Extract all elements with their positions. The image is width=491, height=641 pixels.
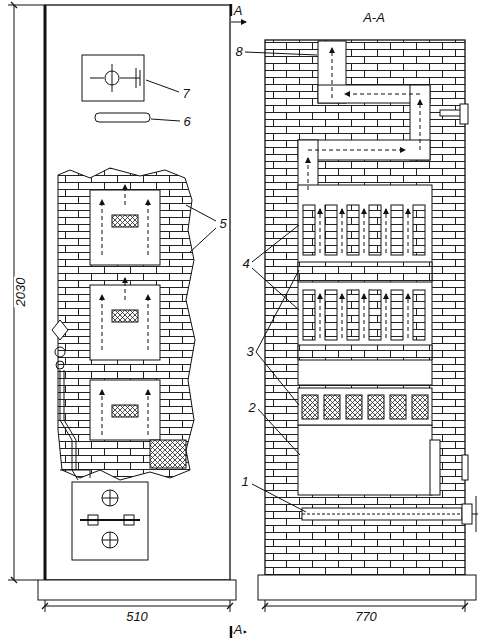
- brick-pillar: [303, 290, 315, 340]
- gas-flow-arrow: [364, 209, 365, 253]
- checker-block: [368, 395, 384, 419]
- callout-number: 4: [241, 257, 250, 271]
- checker-block: [346, 395, 362, 419]
- checker-block: [412, 395, 428, 419]
- callout-number: 6: [182, 115, 191, 129]
- brick-pillar: [325, 205, 337, 255]
- brick-pillar: [325, 290, 337, 340]
- brick-pillar: [347, 290, 359, 340]
- brick-pillar: [369, 205, 381, 255]
- callout-number: 7: [181, 87, 190, 101]
- callout-number: 5: [218, 217, 227, 231]
- dimension-text: 510: [125, 610, 149, 624]
- brick-pillar: [369, 290, 381, 340]
- gas-flow-arrow: [320, 209, 321, 253]
- gas-flow-arrow: [342, 209, 343, 253]
- brick-pillar: [391, 290, 403, 340]
- brick-pillar: [303, 205, 315, 255]
- callout-number: 3: [245, 345, 254, 359]
- gas-flow-arrow: [364, 294, 365, 338]
- gas-flow-arrow: [342, 294, 343, 338]
- brick-pillar: [413, 205, 425, 255]
- checker-block: [324, 395, 340, 419]
- brick-pillar: [413, 290, 425, 340]
- dimension-text: 2030: [14, 277, 28, 308]
- section-letter: A: [233, 623, 244, 637]
- gas-flow-arrow: [386, 209, 387, 253]
- checker-block: [390, 395, 406, 419]
- gas-flow-arrow: [408, 209, 409, 253]
- section-title: A-A: [362, 11, 386, 25]
- callout-number: 1: [240, 475, 249, 489]
- dimension-text: 770: [354, 610, 378, 624]
- callout-number: 2: [247, 401, 256, 415]
- gas-flow-arrow: [320, 294, 321, 338]
- checker-block: [302, 395, 318, 419]
- brick-pillar: [391, 205, 403, 255]
- gas-flow-arrow: [386, 294, 387, 338]
- section-letter: A: [233, 4, 244, 18]
- brick-pillar: [347, 205, 359, 255]
- gas-flow-arrow: [408, 294, 409, 338]
- callout-number: 8: [234, 45, 243, 59]
